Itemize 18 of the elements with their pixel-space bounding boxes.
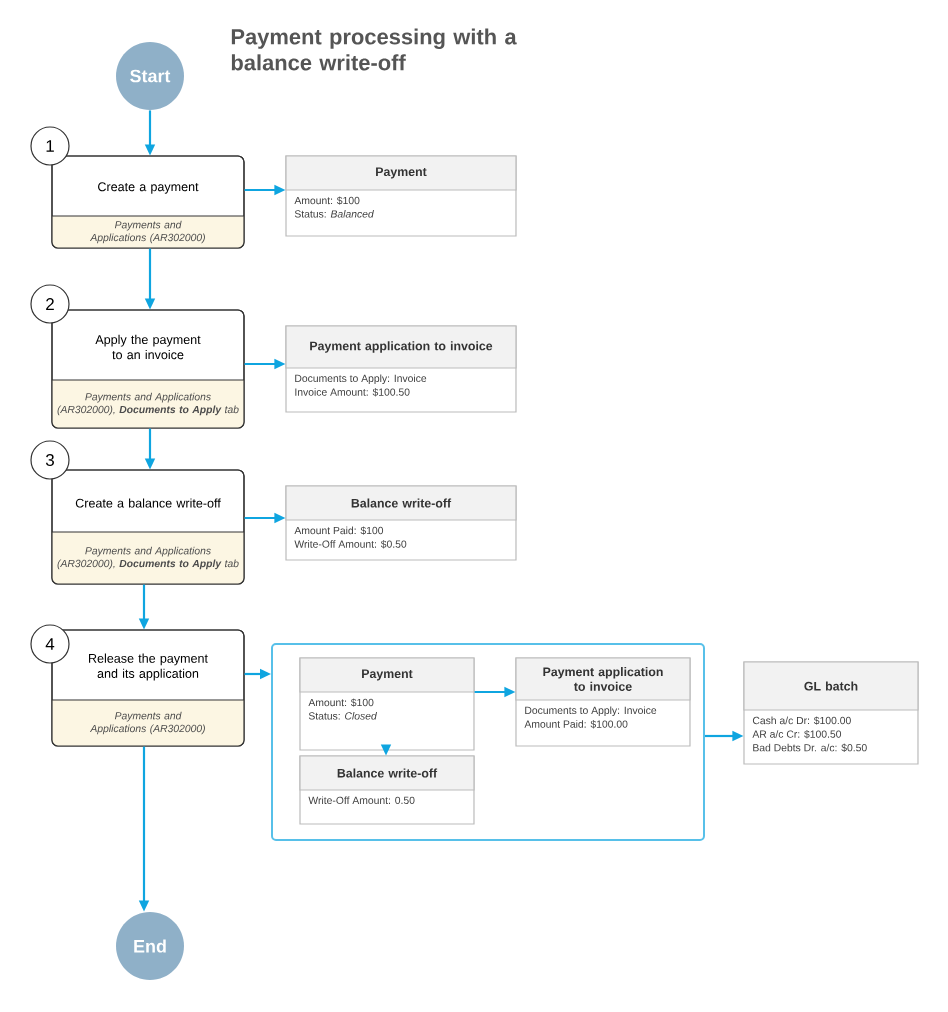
group-frame bbox=[271, 643, 705, 841]
arrow bbox=[474, 686, 516, 698]
arrow bbox=[705, 730, 744, 742]
step-number: 3 bbox=[30, 440, 70, 480]
arrow bbox=[144, 248, 156, 310]
arrow bbox=[144, 110, 156, 156]
step-number: 1 bbox=[30, 126, 70, 166]
step-number: 4 bbox=[30, 624, 70, 664]
arrow bbox=[244, 668, 271, 680]
arrow bbox=[380, 744, 392, 756]
step-number: 2 bbox=[30, 284, 70, 324]
arrow bbox=[138, 746, 150, 912]
arrow bbox=[244, 512, 286, 524]
title: Payment processing with a balance write-off bbox=[231, 28, 517, 71]
arrow bbox=[244, 184, 286, 196]
arrow bbox=[244, 358, 286, 370]
arrow bbox=[144, 428, 156, 470]
arrow bbox=[138, 584, 150, 630]
